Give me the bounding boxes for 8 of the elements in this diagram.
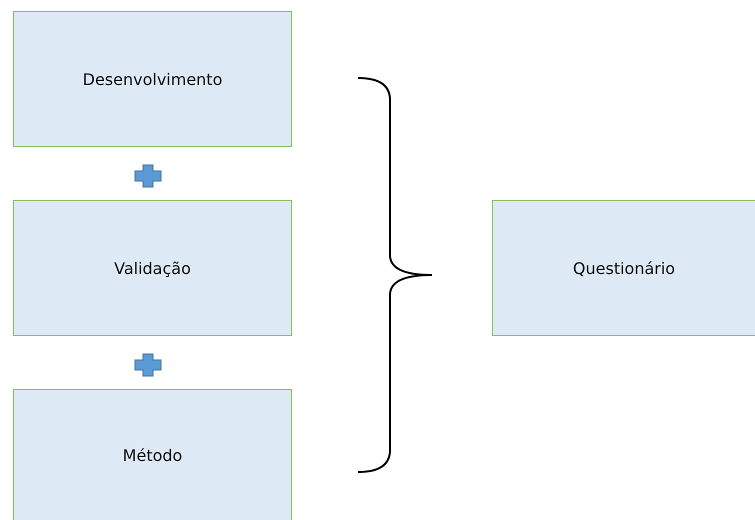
box-label: Método	[122, 446, 182, 464]
box-label: Validação	[114, 258, 191, 278]
process-box	[13, 11, 292, 147]
process-box	[13, 389, 292, 520]
process-box	[13, 200, 292, 336]
box-label: Desenvolvimento	[82, 70, 222, 88]
box-label: Questionário	[572, 258, 676, 278]
process-box	[492, 200, 755, 336]
